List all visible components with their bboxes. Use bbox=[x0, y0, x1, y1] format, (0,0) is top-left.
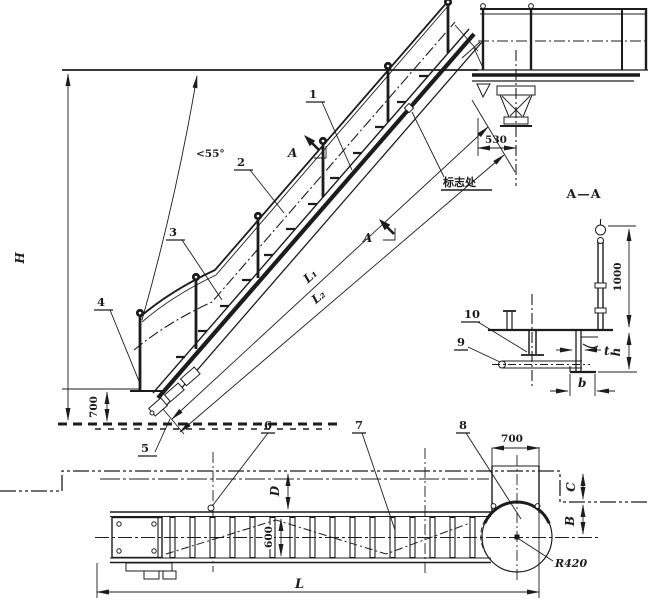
plan-view: D bbox=[0, 418, 650, 598]
turntable bbox=[480, 455, 553, 580]
step-bracket bbox=[521, 294, 544, 388]
dim-700-clearance: 700 bbox=[62, 388, 140, 422]
dim-R420: R420 bbox=[518, 538, 587, 570]
section-cut-lower: A bbox=[362, 219, 396, 245]
callout-9: 9 bbox=[454, 335, 501, 363]
ladder-stringer bbox=[152, 28, 483, 407]
dim-h: h bbox=[598, 332, 637, 373]
callout-1: 1 bbox=[306, 87, 353, 171]
mid-rail bbox=[133, 21, 456, 351]
dim-t: t bbox=[556, 344, 610, 358]
svg-text:8: 8 bbox=[459, 418, 467, 432]
svg-text:4: 4 bbox=[97, 295, 105, 309]
section-title: A—A bbox=[566, 186, 602, 201]
upper-platform bbox=[454, 3, 648, 99]
dim-L1: L₁ bbox=[171, 126, 489, 420]
stanchions bbox=[135, 0, 453, 392]
dim-D: D bbox=[268, 473, 291, 510]
section-stanchion bbox=[594, 219, 607, 330]
callout-5: 5 bbox=[138, 418, 171, 457]
dim-t-label: t bbox=[604, 344, 610, 358]
dim-700-turntable-label: 700 bbox=[501, 433, 523, 445]
tread-ticks bbox=[176, 74, 428, 359]
stringer-profile bbox=[569, 330, 599, 374]
angle-label: <55° bbox=[196, 148, 225, 160]
dim-1000: 1000 bbox=[608, 225, 636, 328]
svg-text:3: 3 bbox=[169, 225, 177, 239]
dim-L-label: L bbox=[294, 577, 304, 592]
dim-B: B bbox=[563, 504, 586, 535]
callout-4: 4 bbox=[94, 295, 142, 387]
pivot-extension-line bbox=[471, 99, 516, 173]
section-cut-upper: A bbox=[287, 135, 327, 160]
bracing bbox=[165, 519, 471, 555]
marking-callout: 标志处 bbox=[403, 99, 516, 191]
section-view: A—A bbox=[454, 186, 637, 396]
plan-ladder bbox=[95, 511, 600, 580]
dim-700-turntable: 700 bbox=[491, 433, 540, 466]
section-cut-label-upper: A bbox=[287, 146, 297, 160]
pivot-bracket bbox=[496, 50, 536, 186]
dim-H: H bbox=[13, 73, 71, 421]
angle-dimension: <55° bbox=[141, 75, 225, 321]
dim-B-label: B bbox=[563, 516, 577, 527]
dim-C-label: C bbox=[564, 482, 578, 492]
dim-b: b bbox=[550, 374, 615, 396]
dim-h-label: h bbox=[609, 348, 623, 357]
svg-text:1: 1 bbox=[309, 87, 317, 101]
callout-2: 2 bbox=[234, 155, 285, 214]
dim-L1-label: L₁ bbox=[300, 266, 320, 286]
dim-R420-label: R420 bbox=[554, 557, 587, 570]
dim-b-label: b bbox=[578, 376, 586, 390]
callout-8: 8 bbox=[456, 418, 522, 520]
deck-bracket bbox=[476, 83, 491, 99]
svg-text:7: 7 bbox=[355, 418, 363, 432]
lower-tube bbox=[492, 360, 590, 369]
dim-1000-label: 1000 bbox=[612, 262, 624, 291]
dim-L: L bbox=[96, 447, 540, 598]
dim-600: 600 bbox=[261, 518, 284, 557]
dim-700-label: 700 bbox=[88, 396, 100, 418]
svg-text:9: 9 bbox=[457, 335, 465, 349]
callout-3: 3 bbox=[166, 225, 223, 301]
svg-text:10: 10 bbox=[464, 307, 480, 321]
stanchion-ball bbox=[595, 224, 606, 236]
roller-bar bbox=[125, 562, 173, 572]
section-cut-label-lower: A bbox=[362, 231, 372, 245]
handrail bbox=[133, 0, 456, 351]
callout-6: 6 bbox=[207, 418, 275, 512]
marking-diamond bbox=[403, 102, 415, 114]
elevation-view: H 700 <55° bbox=[13, 0, 648, 457]
callout-10: 10 bbox=[461, 307, 528, 353]
dim-H-label: H bbox=[13, 252, 27, 265]
post-socket bbox=[503, 310, 516, 330]
dim-D-label: D bbox=[268, 485, 282, 497]
callout-7: 7 bbox=[352, 418, 396, 531]
dim-600-label: 600 bbox=[263, 526, 275, 548]
dim-C: C bbox=[564, 473, 586, 500]
hull-line-outer bbox=[0, 470, 650, 503]
lug-fitting bbox=[207, 504, 215, 512]
svg-text:5: 5 bbox=[141, 441, 149, 455]
svg-text:2: 2 bbox=[237, 155, 245, 169]
svg-text:6: 6 bbox=[264, 418, 272, 432]
